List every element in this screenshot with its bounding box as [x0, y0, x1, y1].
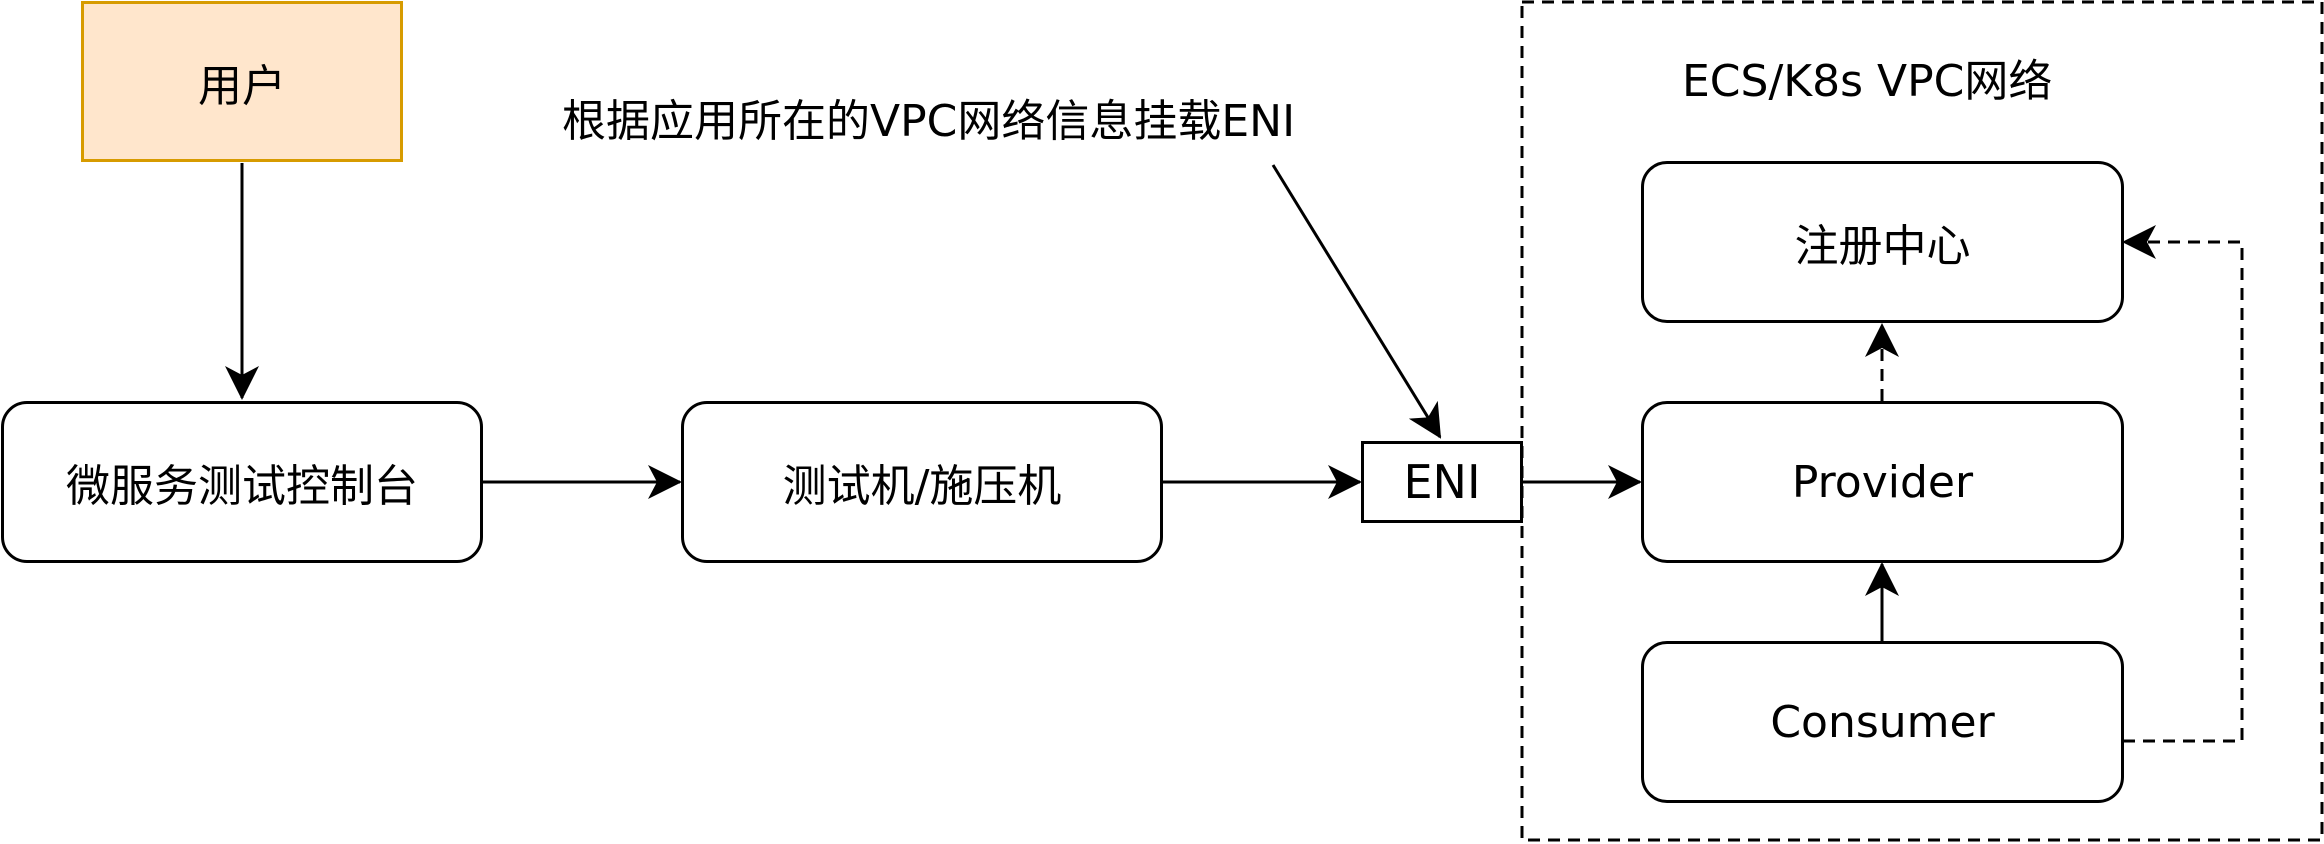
user-node: 用户 [81, 1, 403, 162]
vpc-group-boundary [1520, 0, 2324, 842]
test-machine-node: 测试机/施压机 [681, 401, 1163, 563]
registry-node-label: 注册中心 [1794, 221, 1971, 272]
registry-node: 注册中心 [1641, 161, 2124, 323]
edge-note-to-eni [1271, 164, 1442, 439]
eni-note-label: 根据应用所在的VPC网络信息挂载ENI [562, 96, 1296, 147]
provider-node: Provider [1641, 401, 2124, 563]
provider-node-label: Provider [1791, 456, 1974, 508]
edge-consumer-to-registry [2122, 225, 2244, 743]
eni-node-label: ENI [1403, 455, 1481, 509]
consumer-node-label: Consumer [1770, 696, 1995, 748]
console-node: 微服务测试控制台 [1, 401, 483, 563]
consumer-node: Consumer [1641, 641, 2124, 803]
eni-node: ENI [1361, 441, 1523, 523]
console-node-label: 微服务测试控制台 [66, 461, 418, 512]
user-node-label: 用户 [198, 60, 286, 112]
vpc-group-title: ECS/K8s VPC网络 [1682, 56, 2053, 107]
test-machine-node-label: 测试机/施压机 [782, 461, 1062, 512]
